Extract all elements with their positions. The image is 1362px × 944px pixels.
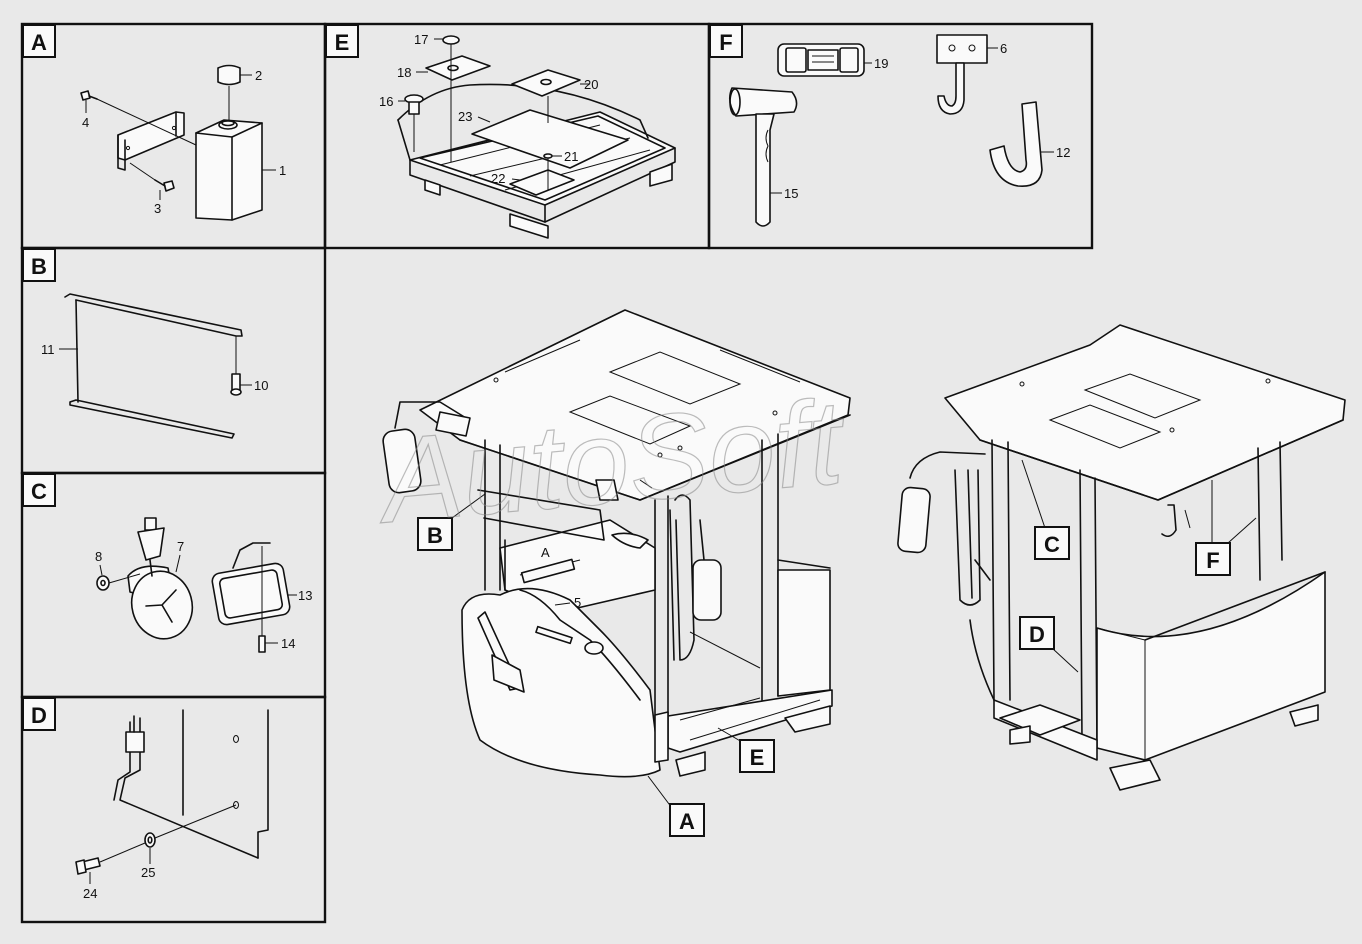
plug-21-part (543, 153, 553, 159)
svg-text:C: C (31, 479, 47, 504)
svg-text:F: F (719, 30, 732, 55)
panel-d-drawing: 25 24 (75, 709, 269, 901)
label-part-19: 19 (874, 56, 888, 71)
panel-b-label: B (22, 248, 56, 282)
mirror-13-part (211, 542, 291, 626)
panel-a-label: A (22, 24, 56, 58)
label-part-25: 25 (141, 865, 155, 880)
panel-e-drawing: 17 18 16 20 23 21 22 (379, 32, 676, 239)
svg-text:A: A (31, 30, 47, 55)
washer-tank-part (195, 119, 263, 221)
label-part-24: 24 (83, 886, 97, 901)
label-part-3: 3 (154, 201, 161, 216)
label-part-14: 14 (281, 636, 295, 651)
svg-text:D: D (1029, 622, 1045, 647)
inner-mark-a: A (541, 545, 550, 560)
label-part-2: 2 (255, 68, 262, 83)
washer-25-part (144, 832, 156, 848)
plate-20-part (511, 69, 581, 97)
roof-frame-part (397, 83, 676, 239)
svg-text:A: A (679, 809, 695, 834)
label-part-12: 12 (1056, 145, 1070, 160)
svg-text:B: B (427, 523, 443, 548)
label-part-8: 8 (95, 549, 102, 564)
callout-c: C (1021, 459, 1070, 560)
panel-b-drawing: 11 10 (41, 293, 268, 439)
label-part-16: 16 (379, 94, 393, 109)
plate-22-part (509, 169, 575, 196)
panel-d-frame (20, 695, 327, 924)
light-19-part (777, 43, 865, 77)
label-part-17: 17 (414, 32, 428, 47)
panel-d-label: D (22, 697, 56, 731)
callout-b: B (417, 493, 486, 551)
hammer-15-part (728, 87, 798, 227)
hook-12-part (989, 101, 1043, 187)
callout-e: E (717, 727, 775, 773)
panel-c-label: C (22, 473, 56, 507)
label-part-22: 22 (491, 171, 505, 186)
tank-cap-part (217, 64, 241, 86)
label-part-4: 4 (82, 115, 89, 130)
panel-f-frame (707, 22, 1094, 250)
label-part-21: 21 (564, 149, 578, 164)
panel-b-frame (20, 246, 327, 475)
label-part-13: 13 (298, 588, 312, 603)
svg-text:C: C (1044, 532, 1060, 557)
plate-23-part (471, 109, 629, 169)
label-part-6: 6 (1000, 41, 1007, 56)
cap-17-part (442, 35, 460, 45)
svg-text:F: F (1206, 548, 1219, 573)
panel-c-drawing: 8 7 13 14 (95, 517, 312, 653)
screw-4-part (80, 90, 98, 101)
screw-24-part (75, 857, 101, 875)
screw-3-part (154, 179, 175, 192)
label-part-18: 18 (397, 65, 411, 80)
screw-10-part (230, 373, 242, 396)
svg-text:E: E (335, 30, 350, 55)
tank-bracket-part (117, 111, 185, 171)
label-part-15: 15 (784, 186, 798, 201)
screw-14-part (258, 635, 266, 653)
panel-f-drawing: 19 15 6 12 (728, 34, 1070, 227)
plate-18-part (425, 55, 491, 81)
svg-text:B: B (31, 254, 47, 279)
callout-a: A (647, 775, 705, 837)
label-part-5: 5 (574, 595, 581, 610)
label-part-1: 1 (279, 163, 286, 178)
callout-d: D (1019, 616, 1079, 673)
bolt-16-part (404, 94, 424, 115)
label-part-10: 10 (254, 378, 268, 393)
svg-text:D: D (31, 703, 47, 728)
washer-8-part (96, 575, 110, 591)
label-part-11: 11 (41, 342, 55, 357)
panel-a-drawing: 2 1 3 4 (80, 64, 286, 221)
hook-6-part (936, 34, 988, 115)
panel-f-label: F (709, 24, 743, 58)
fan-part (127, 517, 194, 640)
cab-front-view: A 5 (382, 309, 851, 778)
cab-rear-view (897, 324, 1346, 791)
label-part-23: 23 (458, 109, 472, 124)
label-part-7: 7 (177, 539, 184, 554)
panel-e-label: E (325, 24, 359, 58)
label-part-20: 20 (584, 77, 598, 92)
sun-visor-part (64, 293, 243, 439)
svg-text:E: E (750, 745, 765, 770)
callout-f: F (1195, 480, 1257, 576)
